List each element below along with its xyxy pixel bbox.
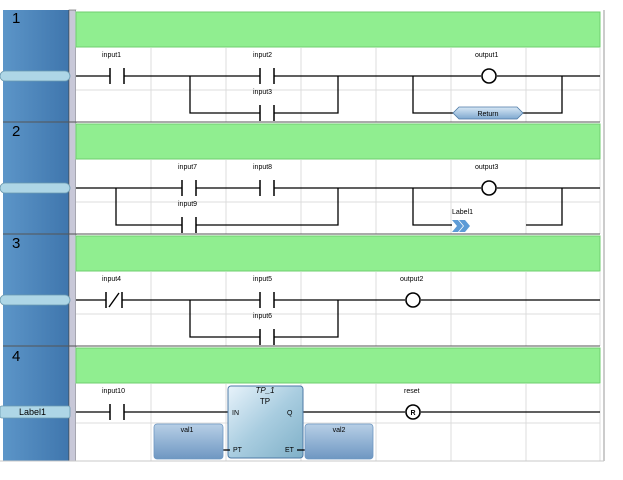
contact-label: input3 [253,89,272,96]
contact-label: input7 [178,164,197,171]
block-type: TP [260,397,270,406]
contact-input7[interactable]: input7 [178,164,197,196]
network-comment-bar[interactable] [75,123,601,160]
coil-label: output3 [475,164,498,171]
contact-label: input2 [253,52,272,59]
coil-label: reset [404,388,420,395]
rung-tab[interactable] [0,70,71,82]
block-output-q: Q [287,410,293,417]
contact-input6[interactable]: input6 [253,313,275,345]
block-input-in: IN [232,410,239,417]
contact-label: input1 [102,52,121,59]
network-3[interactable]: 3 input4 input5 input6 output2 [0,235,601,347]
network-2[interactable]: 2 input7 input8 input9 output3 [0,123,601,235]
network-number-strip [3,10,69,461]
contact-label: input8 [253,164,272,171]
contact-input3[interactable]: input3 [253,89,275,121]
coil-output2[interactable]: output2 [400,276,423,308]
contact-input1[interactable]: input1 [102,52,125,84]
coil-output3[interactable]: output3 [475,164,498,196]
contact-label: input5 [253,276,272,283]
coil-output1[interactable]: output1 [475,52,498,84]
network-number: 1 [12,10,20,27]
coil-label: output1 [475,52,498,59]
coil-label: output2 [400,276,423,283]
network-number: 2 [12,123,20,140]
function-block-tp[interactable]: TP_1 TP IN PT Q ET [227,385,304,459]
contact-input9[interactable]: input9 [178,201,197,233]
contact-input4-normally-closed[interactable]: input4 [102,276,123,308]
network-number: 3 [12,235,20,252]
rung-label: Label1 [19,407,46,417]
network-number: 4 [12,348,20,365]
network-1[interactable]: 1 input1 input2 input3 outp [0,10,601,123]
return-block[interactable]: Return [452,106,524,120]
contact-input8[interactable]: input8 [253,164,275,196]
jump-label: Label1 [452,209,473,216]
jump-block[interactable]: Label1 [452,209,473,232]
return-label: Return [477,111,498,118]
contact-input10[interactable]: input10 [102,388,125,420]
network-4[interactable]: 4 Label1 input10 TP_1 TP IN PT Q ET val1 [0,347,601,461]
rung-label-tab[interactable] [0,405,71,419]
network-comment-bar[interactable] [75,347,601,384]
network-comment-bar[interactable] [75,235,601,272]
contact-label: input6 [253,313,272,320]
contact-label: input9 [178,201,197,208]
block-output-et: ET [285,447,295,454]
variable-val2[interactable]: val2 [304,423,374,460]
block-instance-name: TP_1 [255,386,274,395]
network-comment-bar[interactable] [75,11,601,48]
contact-input5[interactable]: input5 [253,276,275,308]
reset-coil-symbol: R [410,410,415,417]
variable-val1[interactable]: val1 [153,423,224,460]
variable-label: val1 [181,427,194,434]
block-input-pt: PT [233,447,243,454]
coil-reset[interactable]: R reset [404,388,421,420]
rung-tab[interactable] [0,294,71,306]
rung-tab[interactable] [0,182,71,194]
contact-label: input10 [102,388,125,395]
contact-input2[interactable]: input2 [253,52,275,84]
contact-label: input4 [102,276,121,283]
variable-label: val2 [333,427,346,434]
